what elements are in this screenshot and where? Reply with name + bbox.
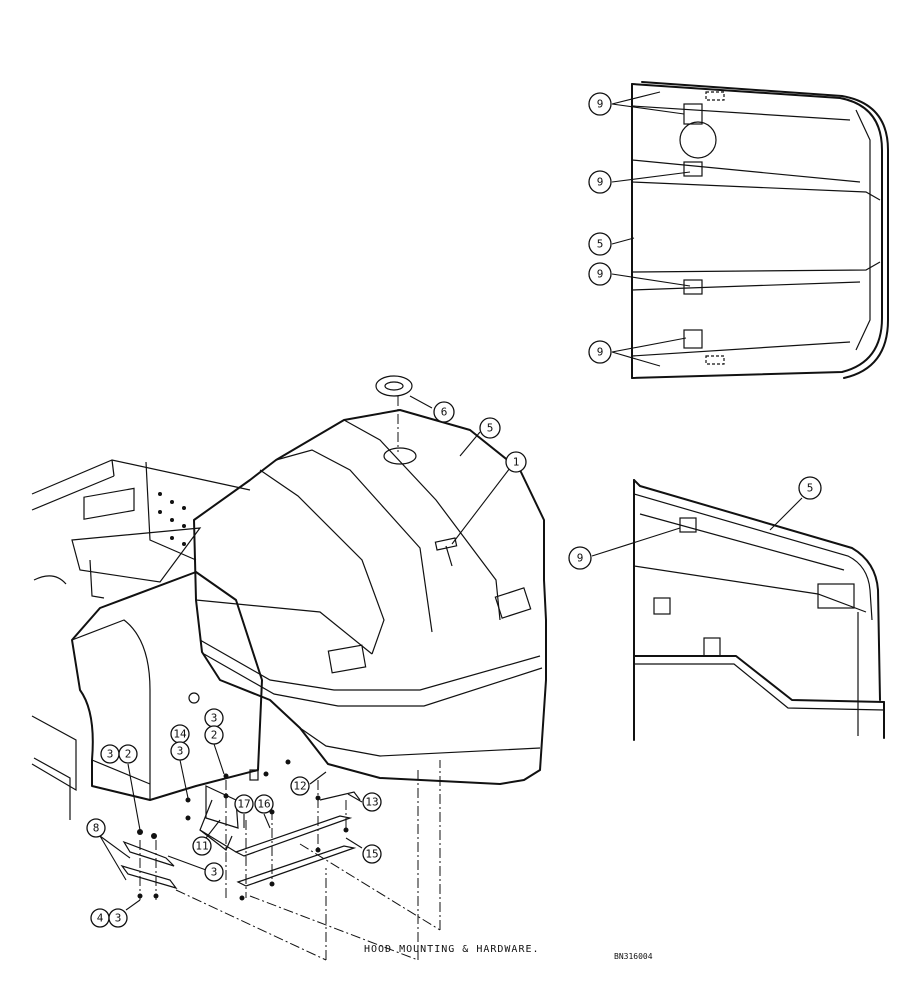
svg-text:3: 3 — [177, 745, 184, 758]
svg-text:4: 4 — [97, 912, 104, 925]
callout-13: 13 — [347, 792, 382, 812]
callout-top-9b: 9 — [588, 170, 691, 194]
svg-text:9: 9 — [597, 268, 604, 281]
callout-top-9a: 9 — [588, 91, 685, 116]
svg-text:15: 15 — [365, 848, 378, 861]
svg-text:9: 9 — [577, 552, 584, 565]
callout-top-5: 5 — [588, 232, 635, 256]
hood-side-view — [633, 479, 885, 741]
svg-text:11: 11 — [195, 840, 208, 853]
svg-text:9: 9 — [597, 346, 604, 359]
callout-4: 4 — [90, 908, 110, 928]
svg-text:2: 2 — [211, 729, 218, 742]
svg-text:6: 6 — [441, 406, 448, 419]
hood-top-view — [631, 81, 889, 379]
callout-2b: 2 — [204, 725, 225, 775]
callout-12: 12 — [290, 771, 327, 796]
callout-3e: 3 — [108, 899, 141, 928]
svg-text:13: 13 — [365, 796, 378, 809]
svg-text:5: 5 — [487, 422, 494, 435]
svg-text:5: 5 — [597, 238, 604, 251]
callout-top-9c: 9 — [588, 262, 691, 287]
callout-3d: 3 — [167, 855, 224, 882]
svg-text:3: 3 — [211, 712, 218, 725]
callout-iso-5: 5 — [459, 417, 501, 457]
callout-3a: 3 — [100, 744, 120, 764]
svg-text:1: 1 — [513, 456, 520, 469]
svg-text:9: 9 — [597, 176, 604, 189]
callout-side-9: 9 — [568, 527, 681, 570]
svg-text:3: 3 — [115, 912, 122, 925]
callout-2a: 2 — [118, 744, 141, 831]
svg-text:14: 14 — [173, 728, 187, 741]
drawing-code: BN316004 — [614, 952, 653, 961]
callout-8: 8 — [86, 818, 131, 881]
svg-text:16: 16 — [257, 798, 270, 811]
callout-17: 17 — [234, 794, 254, 828]
svg-text:17: 17 — [237, 798, 250, 811]
callout-14: 14 — [170, 724, 190, 744]
callout-iso-6: 6 — [409, 395, 455, 423]
callout-11: 11 — [192, 819, 221, 856]
callout-side-5: 5 — [769, 476, 822, 531]
hood-isometric-assembly — [31, 375, 547, 961]
callout-top-9d: 9 — [588, 337, 687, 367]
svg-text:5: 5 — [807, 482, 814, 495]
svg-text:9: 9 — [597, 98, 604, 111]
callout-3b: 3 — [170, 741, 190, 799]
callout-iso-1: 1 — [451, 451, 527, 545]
svg-text:8: 8 — [93, 822, 100, 835]
svg-text:12: 12 — [293, 780, 306, 793]
svg-text:3: 3 — [107, 748, 114, 761]
svg-text:2: 2 — [125, 748, 132, 761]
diagram-caption: HOOD MOUNTING & HARDWARE. — [364, 944, 540, 955]
callout-16: 16 — [254, 794, 274, 829]
callout-15: 15 — [345, 837, 382, 864]
svg-text:3: 3 — [211, 866, 218, 879]
callout-3c: 3 — [204, 708, 224, 728]
